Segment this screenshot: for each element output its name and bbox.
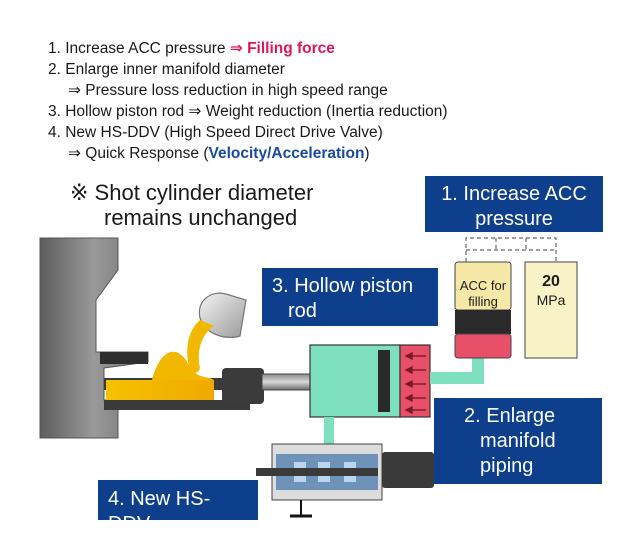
acc-filling-label: ACC for filling — [455, 278, 511, 310]
note-line-1: ※ Shot cylinder diameter — [70, 180, 314, 205]
list-item-4-sub-highlight: Velocity/Acceleration — [208, 145, 365, 162]
callout-manifold-line-1: 2. Enlarge — [464, 405, 556, 427]
acc-filling-line-2: filling — [468, 294, 498, 309]
list-item-1-arrow: ⇒ — [229, 40, 243, 57]
accumulator — [454, 261, 512, 359]
list-item-4-sub-text: ⇒ Quick Response ( — [68, 145, 209, 162]
piston-head — [222, 368, 264, 404]
hs-ddv-valve — [256, 443, 456, 501]
callout-manifold-line-2: manifold — [480, 430, 556, 452]
acc-pressure-value: 20 — [542, 273, 560, 290]
list-item-4: 4. New HS-DDV (High Speed Direct Drive V… — [48, 124, 383, 141]
callout-increase-acc: 1. Increase ACC pressure — [425, 176, 603, 232]
die-block — [39, 237, 149, 439]
acc-pressure-label: 20 MPa — [525, 272, 577, 308]
callout-acc-line-2: pressure — [475, 208, 553, 230]
tank-symbol — [290, 500, 312, 518]
list-item-4-sub-suffix: ) — [364, 145, 370, 162]
callout-enlarge-manifold: 2. Enlarge manifold piping — [434, 398, 602, 484]
shot-sleeve — [104, 351, 250, 410]
shot-cylinder — [309, 344, 431, 418]
pressure-gauge-box — [524, 261, 578, 359]
acc-filling-line-1: ACC for — [459, 278, 507, 293]
acc-connection — [465, 237, 557, 262]
list-item-2: 2. Enlarge inner manifold diameter — [48, 61, 285, 78]
feature-list: 1. Increase ACC pressure ⇒ Filling force… — [48, 38, 448, 164]
list-item-4-sub: ⇒ Quick Response (Velocity/Acceleration) — [48, 143, 448, 164]
ladle — [187, 292, 247, 373]
callout-hollow-line-1: 3. Hollow piston — [272, 275, 414, 297]
list-item-1-highlight: Filling force — [242, 40, 335, 57]
list-item-1-text: 1. Increase ACC pressure — [48, 40, 230, 57]
list-item-2-sub: ⇒ Pressure loss reduction in high speed … — [68, 82, 388, 99]
callout-acc-line-1: 1. Increase ACC — [441, 183, 587, 205]
unchanged-note: ※ Shot cylinder diameter remains unchang… — [70, 180, 313, 230]
callout-hollow-rod: 3. Hollow piston rod — [262, 268, 438, 326]
callout-hs-ddv: 4. New HS-DDV — [98, 480, 258, 535]
note-line-2: remains unchanged — [104, 205, 298, 230]
list-item-3: 3. Hollow piston rod ⇒ Weight reduction … — [48, 103, 448, 120]
callout-manifold-line-3: piping — [480, 455, 534, 477]
callout-hollow-line-2: rod — [288, 300, 317, 322]
list-item-1: 1. Increase ACC pressure ⇒ Filling force — [48, 38, 448, 59]
acc-pressure-unit: MPa — [536, 292, 566, 308]
